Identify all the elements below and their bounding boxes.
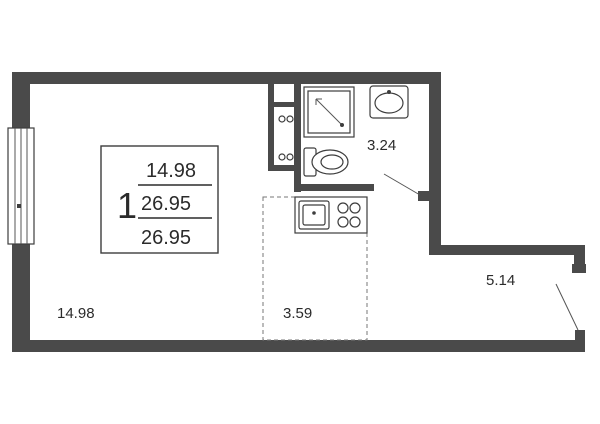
washer-icon bbox=[278, 115, 294, 161]
bathroom-door-jamb bbox=[418, 191, 429, 201]
wall-balcony-corner bbox=[575, 330, 585, 352]
legend-total-area: 26.95 bbox=[141, 193, 191, 215]
sink-icon bbox=[369, 85, 409, 119]
kitchen-sink-icon bbox=[298, 200, 330, 230]
room-area-living-room: 14.98 bbox=[57, 305, 95, 322]
area-legend: 1 14.98 26.95 26.95 bbox=[100, 145, 219, 254]
room-area-kitchen: 3.59 bbox=[283, 305, 312, 322]
door-swing-icon bbox=[383, 173, 421, 196]
bathroom-wall-left bbox=[294, 84, 301, 192]
wall-top bbox=[12, 72, 441, 84]
balcony-door-swing-icon bbox=[555, 283, 579, 331]
wall-bottom bbox=[12, 340, 585, 352]
wall-balcony-top bbox=[429, 245, 585, 255]
legend-total-area-with-balcony: 26.95 bbox=[141, 227, 191, 249]
wall-right-upper bbox=[429, 72, 441, 255]
bathroom-wall-bottom bbox=[294, 184, 374, 191]
legend-living-area: 14.98 bbox=[146, 160, 196, 182]
legend-frame bbox=[100, 145, 219, 254]
niche-shelf bbox=[274, 102, 298, 107]
stove-icon bbox=[337, 202, 361, 228]
niche-wall-bottom bbox=[268, 165, 300, 171]
wall-balcony-cap bbox=[572, 264, 586, 273]
wall-balcony-end bbox=[574, 245, 585, 265]
room-area-bathroom: 3.24 bbox=[367, 137, 396, 154]
room-area-balcony: 5.14 bbox=[486, 272, 515, 289]
niche-wall-left bbox=[268, 84, 274, 170]
toilet-icon bbox=[303, 147, 349, 177]
legend-rooms-count: 1 bbox=[117, 185, 137, 226]
window-icon bbox=[7, 127, 35, 245]
kitchen-counter bbox=[294, 196, 368, 234]
shower-icon bbox=[303, 86, 355, 138]
